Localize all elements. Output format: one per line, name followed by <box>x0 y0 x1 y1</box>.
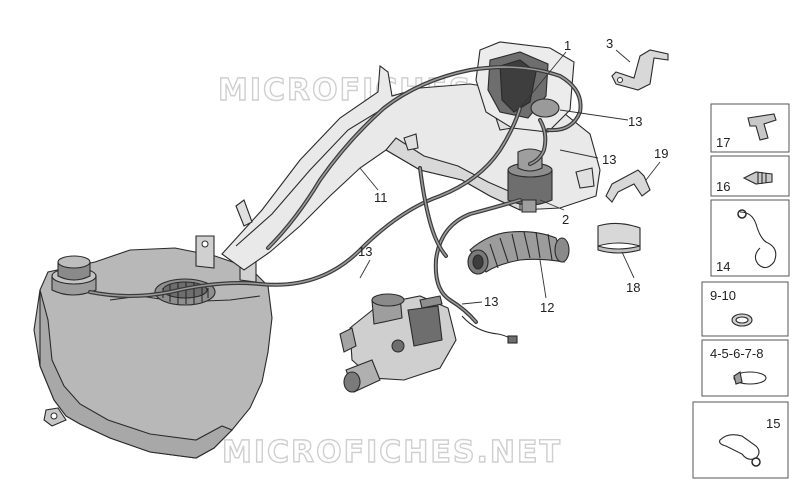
side-panel-9-10[interactable]: 9-10 <box>701 281 789 337</box>
callout-18: 18 <box>626 280 640 295</box>
callout-labels: 1 2 3 11 12 13 13 13 13 18 19 <box>358 36 668 315</box>
fuel-filter[interactable] <box>507 148 553 213</box>
fuel-tubes[interactable] <box>88 65 583 344</box>
callout-1: 1 <box>564 38 571 53</box>
callout-11: 11 <box>374 190 388 205</box>
clamp-18[interactable] <box>597 222 641 254</box>
side-panel-15[interactable]: 15 <box>692 401 789 479</box>
panel-label-17: 17 <box>716 135 730 150</box>
watermark-bottom: MICROFICHES.NET <box>222 435 562 470</box>
intake-hose[interactable] <box>467 231 570 275</box>
side-panel-4-5-6-7-8[interactable]: 4-5-6-7-8 <box>701 339 789 397</box>
bracket-19[interactable] <box>605 169 651 203</box>
fuel-tank[interactable] <box>33 247 273 459</box>
panel-label-16: 16 <box>716 179 730 194</box>
panel-label-4-5-6-7-8: 4-5-6-7-8 <box>710 346 763 361</box>
leader-lines <box>359 49 661 305</box>
side-panel-17[interactable]: 17 <box>710 103 790 153</box>
panel-label-15: 15 <box>766 416 780 431</box>
callout-13-top: 13 <box>628 114 642 129</box>
callout-13-left: 13 <box>358 244 372 259</box>
callout-3: 3 <box>606 36 613 51</box>
bracket-3[interactable] <box>611 49 669 91</box>
callout-19: 19 <box>654 146 668 161</box>
callout-13-carb: 13 <box>484 294 498 309</box>
callout-13-mid: 13 <box>602 152 616 167</box>
panel-label-14: 14 <box>716 259 730 274</box>
panel-label-9-10: 9-10 <box>710 288 736 303</box>
side-panel-16[interactable]: 16 <box>710 155 790 197</box>
callout-2: 2 <box>562 212 569 227</box>
fuel-cap[interactable] <box>51 255 97 296</box>
carburetor[interactable] <box>339 293 457 393</box>
callout-12: 12 <box>540 300 554 315</box>
side-panel-14[interactable]: 14 <box>710 199 790 277</box>
